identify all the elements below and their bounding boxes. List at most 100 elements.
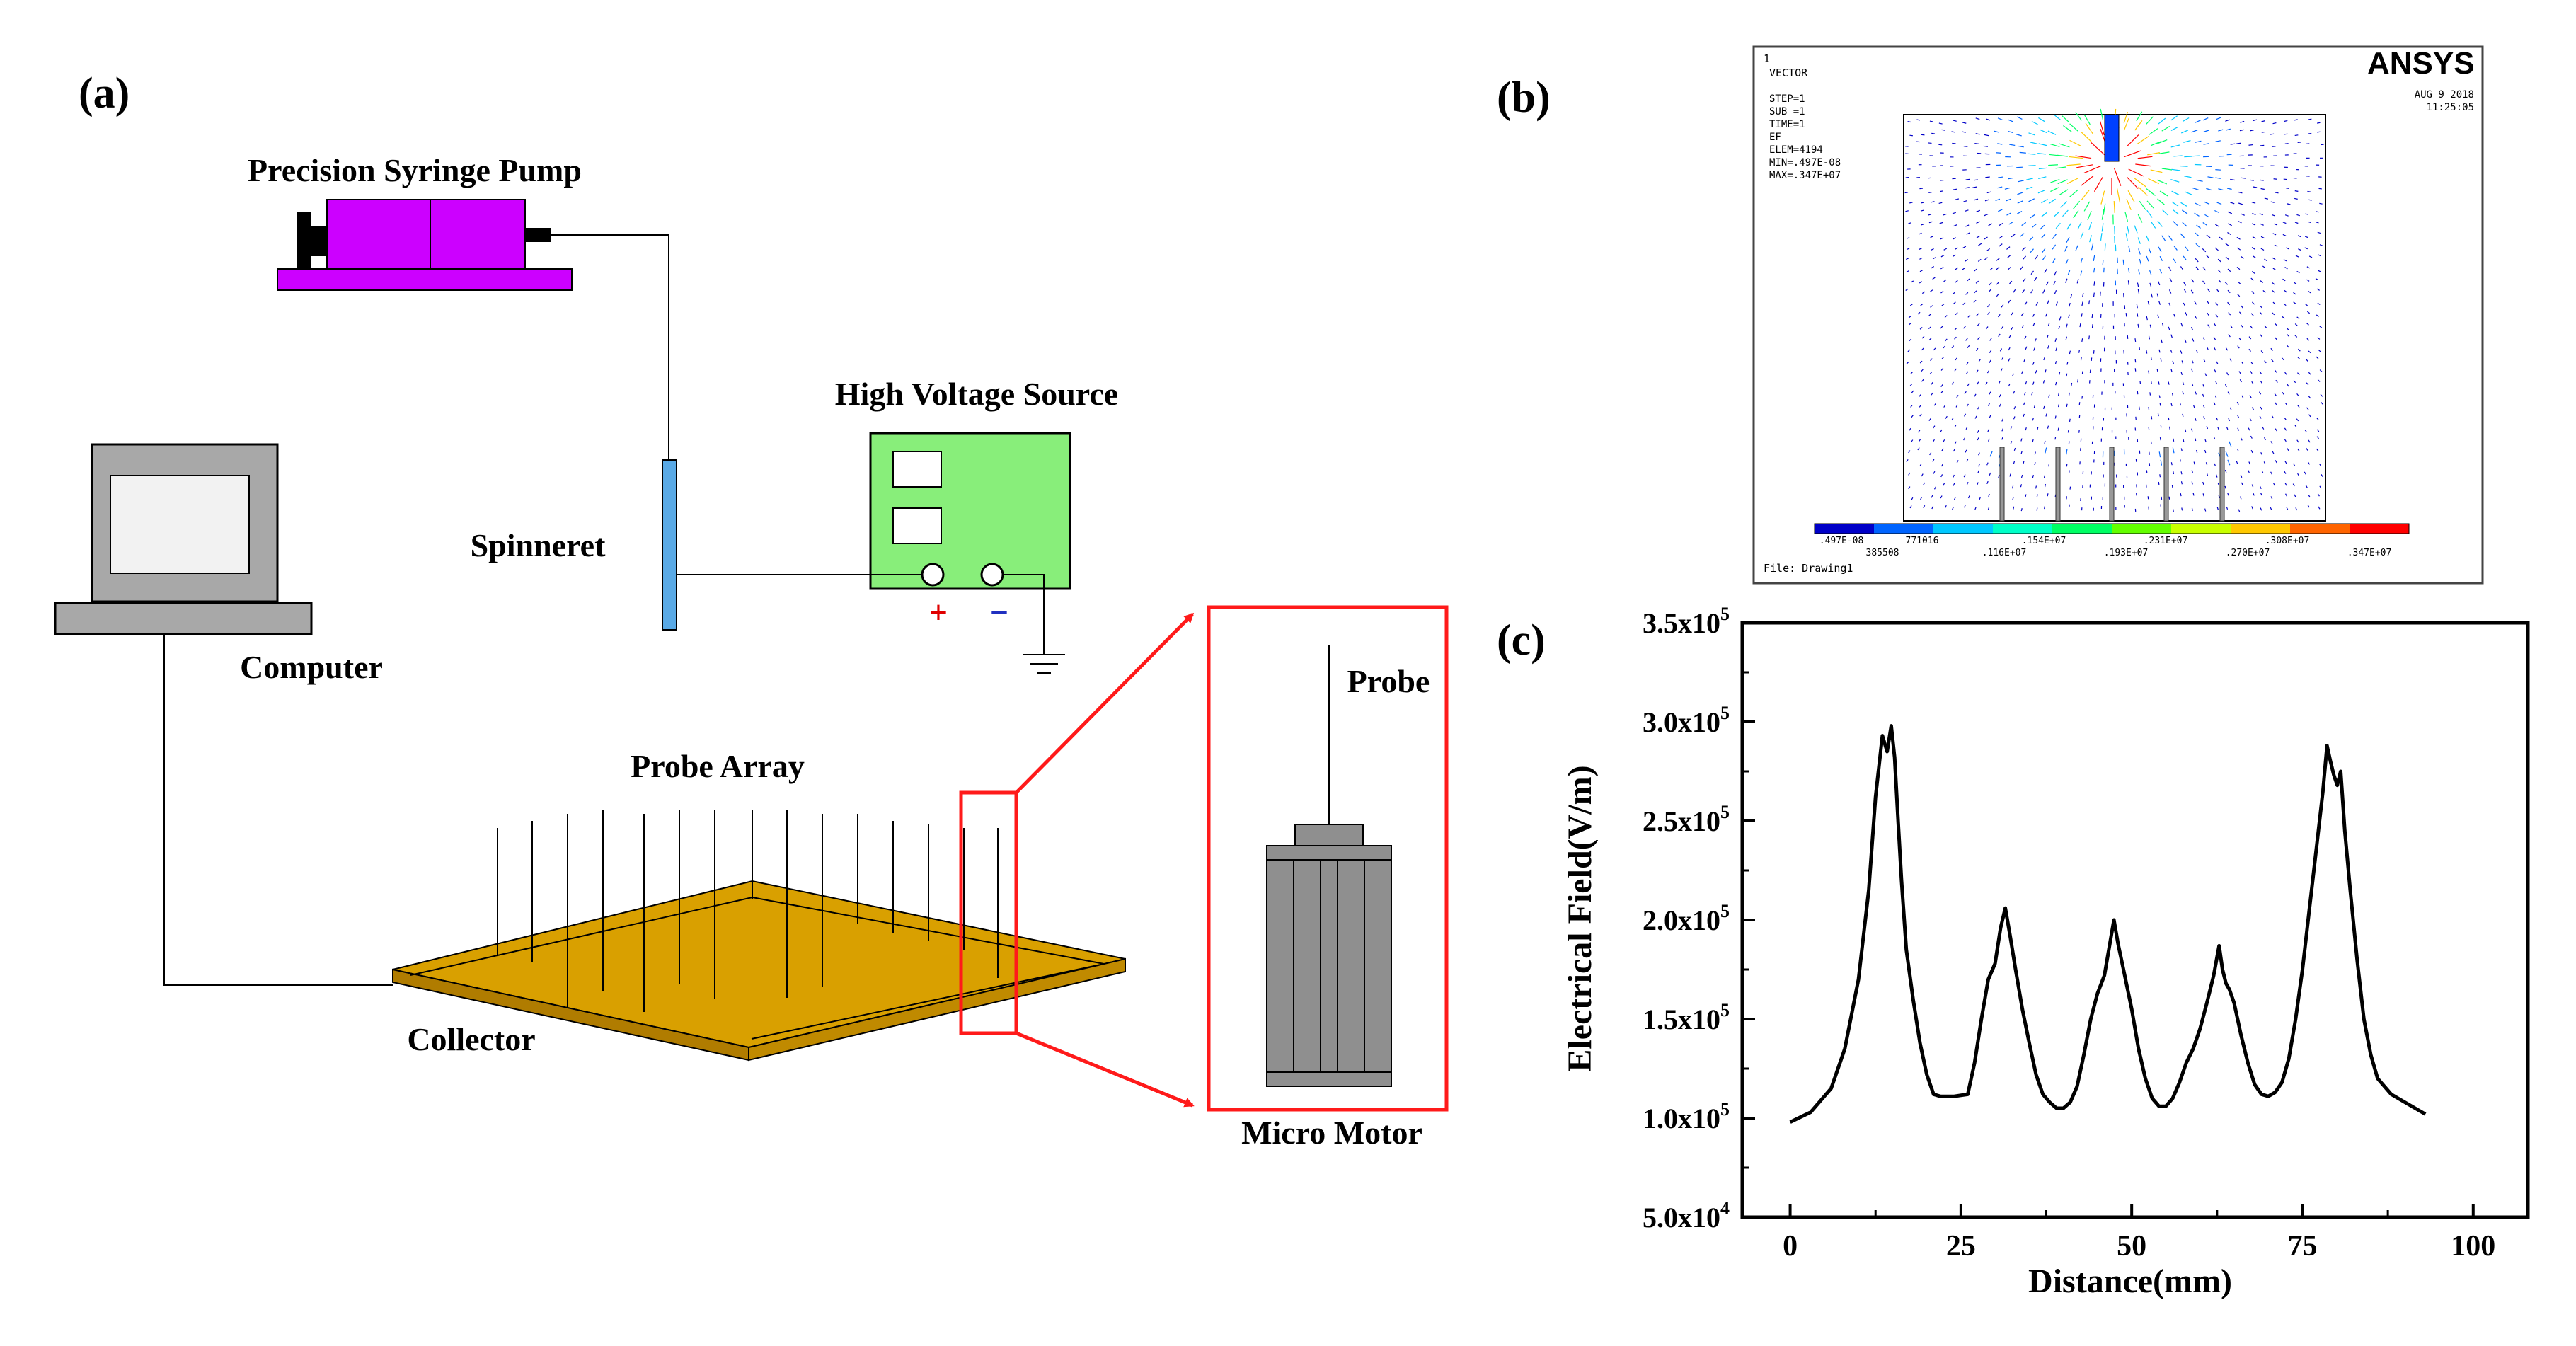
field-vector <box>2000 368 2003 372</box>
field-vector <box>2044 268 2047 273</box>
field-vector <box>1933 347 1936 351</box>
x-axis-label: Distance(mm) <box>2028 1262 2232 1300</box>
field-vector <box>2170 126 2179 131</box>
field-vector <box>1930 236 1934 238</box>
plus-terminal-label: + <box>929 595 948 630</box>
field-vector <box>2207 176 2214 178</box>
field-vector <box>2025 427 2027 431</box>
field-vector <box>2236 461 2238 464</box>
field-vector <box>2013 506 2015 510</box>
field-vector <box>2250 130 2254 132</box>
field-vector <box>2044 483 2046 488</box>
field-vector <box>2080 231 2084 239</box>
field-vector <box>2204 373 2207 376</box>
field-vector <box>2202 248 2207 253</box>
field-vector <box>1972 186 1977 188</box>
ansys-time: 11:25:05 <box>2427 102 2474 113</box>
field-vector <box>2297 356 2300 359</box>
field-vector <box>2041 198 2048 204</box>
field-vector <box>2042 289 2045 294</box>
field-vector <box>2045 313 2048 317</box>
field-vector <box>2204 508 2207 512</box>
field-vector <box>2038 143 2047 146</box>
field-vector <box>2316 436 2319 439</box>
field-vector <box>2297 473 2300 476</box>
field-vector <box>1905 288 1909 292</box>
field-vector <box>2034 255 2039 260</box>
field-vector <box>2123 150 2141 158</box>
field-vector <box>2011 234 2016 238</box>
field-vector <box>1930 289 1933 292</box>
field-vector <box>2306 382 2309 386</box>
field-vector <box>2297 448 2300 451</box>
field-vector <box>2135 163 2151 167</box>
field-vector <box>1940 429 1943 432</box>
field-vector <box>1989 472 1991 476</box>
field-vector <box>2138 248 2141 255</box>
field-vector <box>2048 164 2058 166</box>
field-vector <box>2066 178 2079 185</box>
field-vector <box>2035 301 2038 306</box>
field-vector <box>1966 403 1969 407</box>
y-tick-label: 3.5x105 <box>1643 604 1730 639</box>
field-vector <box>2046 281 2049 286</box>
field-vector <box>1964 391 1967 394</box>
field-vector <box>2287 448 2289 451</box>
series-line <box>1789 724 2427 1124</box>
field-vector <box>1952 178 1956 180</box>
field-vector <box>2171 201 2179 207</box>
field-vector <box>1943 345 1946 349</box>
field-vector <box>2023 358 2026 362</box>
field-vector <box>2275 379 2278 383</box>
field-vector <box>2183 439 2185 442</box>
field-vector <box>2248 461 2251 465</box>
field-vector <box>2272 268 2276 270</box>
field-vector <box>1931 392 1933 396</box>
field-vector <box>2052 234 2057 239</box>
field-vector <box>1975 280 1979 284</box>
field-vector <box>2146 188 2156 196</box>
field-vector <box>2124 212 2129 222</box>
scale-label: .270E+07 <box>2226 548 2270 558</box>
field-vector <box>2052 258 2056 263</box>
field-vector <box>2321 401 2323 405</box>
field-vector <box>2066 449 2068 455</box>
field-vector <box>2264 325 2267 328</box>
field-vector <box>1955 404 1958 408</box>
field-vector <box>2040 224 2045 230</box>
field-vector <box>2161 235 2166 241</box>
scale-label: .497E-08 <box>1819 536 1864 546</box>
field-vector <box>2287 345 2289 348</box>
plot-frame <box>1740 621 2530 1219</box>
field-vector <box>2069 470 2070 473</box>
field-vector <box>2260 493 2262 496</box>
field-vector <box>2100 190 2105 205</box>
field-vector <box>2093 267 2095 273</box>
field-vector <box>2229 441 2232 447</box>
field-vector <box>2006 198 2011 202</box>
field-vector <box>2173 471 2175 475</box>
field-vector <box>1977 323 1980 326</box>
field-vector <box>2316 314 2319 317</box>
field-vector <box>1974 415 1977 419</box>
field-vector <box>1944 505 1947 508</box>
ansys-panel: (b) 1 VECTOR STEP=1 SUB =1 TIME=1 EF ELE… <box>1497 45 2484 585</box>
field-vector <box>2202 404 2205 408</box>
colorbar-segment <box>1874 524 1934 534</box>
probe-array <box>497 810 999 1012</box>
field-vector <box>2158 349 2161 353</box>
field-vector <box>2043 405 2045 410</box>
field-vector <box>2038 176 2047 180</box>
field-vector <box>2260 334 2262 338</box>
callout-zoom-box <box>1207 605 1449 1112</box>
field-vector <box>1984 134 1989 137</box>
field-vector <box>2238 311 2242 315</box>
field-vector <box>2226 506 2229 510</box>
field-vector <box>2224 485 2226 489</box>
field-vector <box>1984 236 1988 240</box>
field-vector <box>2260 406 2262 410</box>
field-vector <box>2262 265 2266 269</box>
field-vector <box>2137 156 2153 159</box>
field-vector <box>2075 155 2092 159</box>
field-vector <box>1953 188 1957 190</box>
